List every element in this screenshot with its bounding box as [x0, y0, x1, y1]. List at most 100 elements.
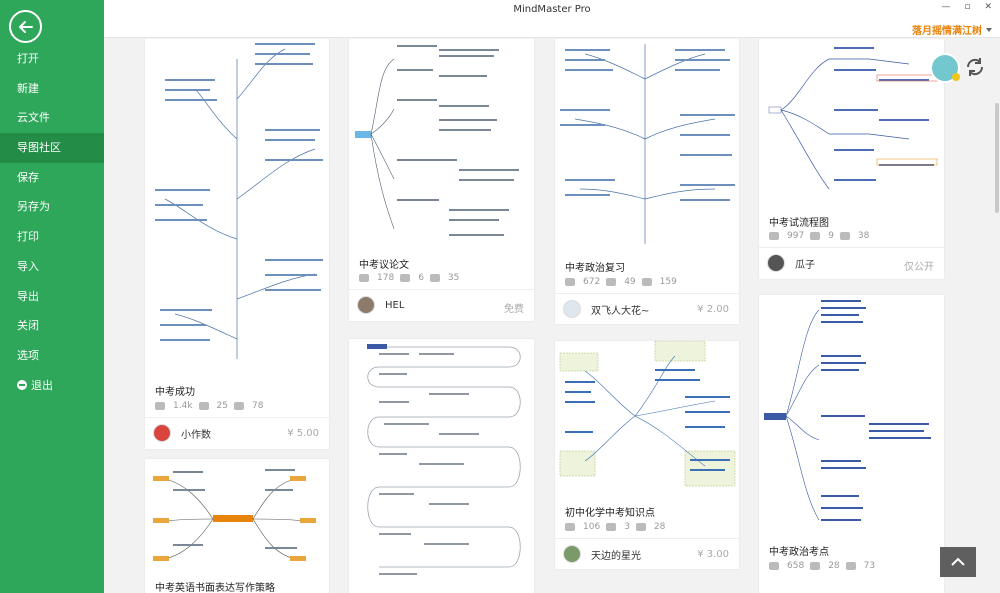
- views-count: 997: [787, 231, 805, 241]
- card-stats: 1.4k 25 78: [155, 401, 263, 411]
- mindmap-thumbnail: [759, 295, 944, 535]
- mindmap-preview-icon: [768, 47, 938, 190]
- sidebar-item-label: 打印: [17, 230, 39, 244]
- views-icon: [565, 523, 575, 531]
- card-author[interactable]: HEL: [357, 296, 404, 314]
- views-icon: [769, 232, 779, 240]
- exit-icon: [17, 380, 27, 391]
- card-stats: 106 3 28: [565, 522, 665, 532]
- author-name: 天边的星光: [591, 550, 641, 562]
- mindmap-preview-icon: [155, 43, 323, 359]
- views-count: 106: [583, 522, 601, 532]
- template-card[interactable]: [349, 339, 534, 593]
- close-button[interactable]: ✕: [984, 2, 992, 12]
- author-name: 小作数: [181, 429, 211, 441]
- favorites-count: 38: [857, 231, 870, 241]
- heart-icon: [635, 523, 646, 531]
- sidebar-item-export[interactable]: 导出: [0, 282, 104, 312]
- card-author[interactable]: 双飞人大花~: [563, 300, 649, 318]
- likes-count: 9: [828, 231, 834, 241]
- views-count: 672: [583, 277, 601, 287]
- template-card[interactable]: 中考政治复习 672 49 159 双飞人大花~ ¥ 2.00: [555, 39, 739, 324]
- minimize-button[interactable]: —: [941, 2, 951, 12]
- refresh-icon: [966, 58, 984, 76]
- sidebar-item-import[interactable]: 导入: [0, 252, 104, 282]
- scrollbar-thumb[interactable]: [995, 103, 999, 213]
- avatar: [563, 545, 581, 563]
- mindmap-thumbnail: [555, 341, 739, 496]
- views-icon: [155, 402, 165, 410]
- sidebar: 打开 新建 云文件 导图社区 保存 另存为 打印 导入 导出 关闭 选项 退出: [0, 0, 104, 593]
- card-title: 中考试流程图: [769, 218, 829, 229]
- views-count: 1.4k: [173, 401, 193, 411]
- scroll-to-top-button[interactable]: [940, 547, 976, 577]
- favorites-count: 73: [863, 561, 876, 571]
- card-title: 中考成功: [155, 387, 195, 398]
- divider: [759, 247, 944, 248]
- card-author[interactable]: 瓜子: [767, 254, 815, 272]
- avatar: [357, 296, 375, 314]
- sidebar-item-label: 另存为: [17, 200, 50, 214]
- likes-count: 6: [418, 273, 424, 283]
- sidebar-item-print[interactable]: 打印: [0, 222, 104, 252]
- divider: [555, 293, 739, 294]
- divider: [555, 538, 739, 539]
- mindmap-thumbnail: [145, 39, 329, 374]
- sidebar-item-exit[interactable]: 退出: [0, 371, 104, 401]
- heart-icon: [839, 232, 850, 240]
- favorites-count: 159: [659, 277, 677, 287]
- sidebar-item-options[interactable]: 选项: [0, 341, 104, 371]
- arrow-left-icon: [18, 20, 33, 33]
- mindmap-preview-icon: [559, 341, 736, 487]
- card-author[interactable]: 小作数: [153, 424, 211, 442]
- sidebar-item-label: 选项: [17, 348, 39, 362]
- card-title: 中考政治考点: [769, 547, 829, 558]
- sidebar-item-new[interactable]: 新建: [0, 74, 104, 104]
- community-gallery: 中考成功 1.4k 25 78 小作数 ¥ 5.00: [104, 39, 994, 593]
- sidebar-item-label: 打开: [17, 52, 39, 65]
- template-card[interactable]: 初中化学中考知识点 106 3 28 天边的星光 ¥ 3.00: [555, 341, 739, 569]
- mindmap-preview-icon: [153, 469, 316, 561]
- user-avatar[interactable]: [930, 53, 960, 83]
- template-card[interactable]: 中考成功 1.4k 25 78 小作数 ¥ 5.00: [145, 39, 329, 449]
- mindmap-thumbnail: [759, 39, 944, 204]
- template-card[interactable]: 中考政治考点 658 28 73: [759, 295, 944, 593]
- mindmap-preview-icon: [355, 45, 519, 236]
- template-card[interactable]: 中考试流程图 997 9 38 瓜子 仅公开: [759, 39, 944, 279]
- sidebar-item-save[interactable]: 保存: [0, 163, 104, 193]
- scrollbar[interactable]: [994, 39, 1000, 593]
- likes-count: 28: [828, 561, 840, 571]
- avatar: [153, 424, 171, 442]
- likes-count: 25: [216, 401, 228, 411]
- divider: [145, 417, 329, 418]
- back-button[interactable]: [9, 10, 42, 43]
- restore-button[interactable]: ▫: [964, 2, 971, 12]
- user-menu[interactable]: 落月摇情满江树: [912, 22, 992, 37]
- sidebar-item-close[interactable]: 关闭: [0, 311, 104, 341]
- card-author[interactable]: 天边的星光: [563, 545, 641, 563]
- sidebar-item-label: 导出: [17, 289, 39, 303]
- sidebar-item-label: 关闭: [17, 319, 39, 333]
- template-card[interactable]: 中考英语书面表达写作策略: [145, 459, 329, 593]
- author-name: 瓜子: [795, 259, 815, 271]
- sidebar-item-community[interactable]: 导图社区: [0, 133, 104, 163]
- mindmap-thumbnail: [349, 339, 534, 593]
- template-card[interactable]: 中考议论文 178 6 35 HEL 免费: [349, 39, 534, 321]
- app-title: MindMaster Pro: [513, 4, 591, 15]
- sidebar-item-cloud-files[interactable]: 云文件: [0, 103, 104, 133]
- chevron-down-icon: [986, 27, 992, 32]
- sidebar-item-save-as[interactable]: 另存为: [0, 192, 104, 222]
- sidebar-item-label: 退出: [31, 378, 53, 392]
- views-count: 658: [787, 561, 805, 571]
- sidebar-item-open[interactable]: 打开: [0, 44, 104, 74]
- card-stats: 997 9 38: [769, 231, 869, 241]
- card-title: 中考英语书面表达写作策略: [155, 583, 275, 593]
- card-stats: 672 49 159: [565, 277, 677, 287]
- views-count: 178: [377, 273, 395, 283]
- mindmap-preview-icon: [560, 44, 735, 244]
- mindmap-thumbnail: [555, 39, 739, 249]
- favorites-count: 35: [447, 273, 460, 283]
- favorites-count: 28: [653, 522, 666, 532]
- refresh-button[interactable]: [964, 56, 986, 78]
